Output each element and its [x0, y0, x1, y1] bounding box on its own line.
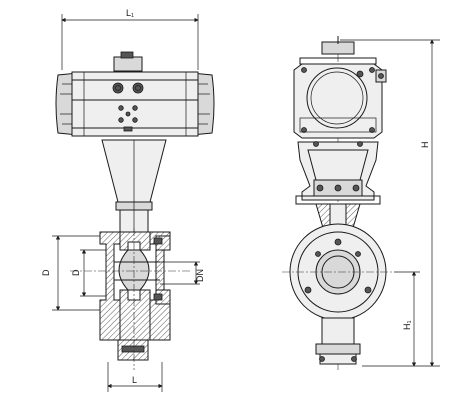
- dimension-d-outer: D: [41, 235, 100, 311]
- side-view: L₁: [41, 8, 215, 392]
- front-view: H H₁: [282, 36, 440, 372]
- label-d-outer: D: [41, 269, 51, 276]
- dimension-l1: L₁: [61, 8, 199, 70]
- valve-body-front: [282, 223, 394, 321]
- bracket-front: [295, 141, 381, 205]
- label-h1: H₁: [402, 320, 412, 330]
- label-d-inner: D: [71, 269, 81, 276]
- dimension-l: L: [107, 362, 163, 392]
- actuator-side: [55, 51, 215, 137]
- label-l1: L₁: [126, 8, 134, 18]
- dimension-d-inner: D: [71, 249, 106, 297]
- bottom-cap-front: [315, 317, 361, 365]
- bracket-side: [101, 139, 167, 233]
- label-dn: DN: [195, 269, 205, 282]
- dimension-dn: DN: [160, 261, 205, 285]
- valve-body-side: [70, 228, 190, 370]
- label-h: H: [420, 142, 430, 149]
- actuator-front: [293, 36, 387, 139]
- label-l: L: [132, 375, 137, 385]
- dimension-h1: H₁: [394, 271, 420, 367]
- dimension-h: H: [340, 39, 440, 367]
